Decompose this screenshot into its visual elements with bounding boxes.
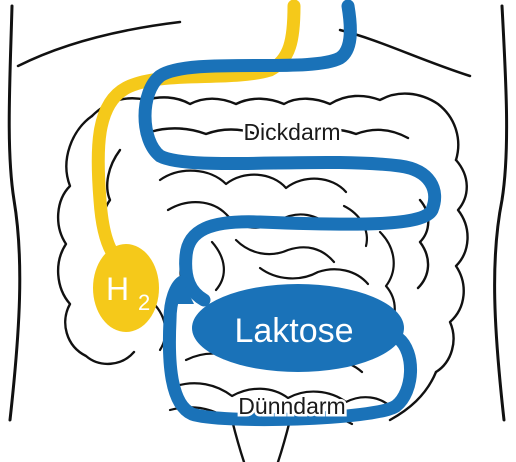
stomach-contour (340, 30, 470, 76)
h2-base: H (106, 271, 129, 307)
rectum-right (278, 420, 290, 462)
liver-contour (18, 22, 180, 66)
body-left-edge (9, 6, 20, 420)
duenndarm-label: Dünndarm (238, 393, 345, 419)
h2-subscript: 2 (138, 290, 150, 315)
coil-4 (212, 242, 224, 290)
body-right-edge (495, 6, 507, 420)
rectum (232, 420, 244, 462)
coil-3 (236, 240, 334, 262)
coil-1 (160, 171, 346, 192)
dickdarm-label: Dickdarm (243, 119, 340, 145)
coil-5 (260, 268, 368, 284)
laktose-label: Laktose (234, 312, 353, 350)
